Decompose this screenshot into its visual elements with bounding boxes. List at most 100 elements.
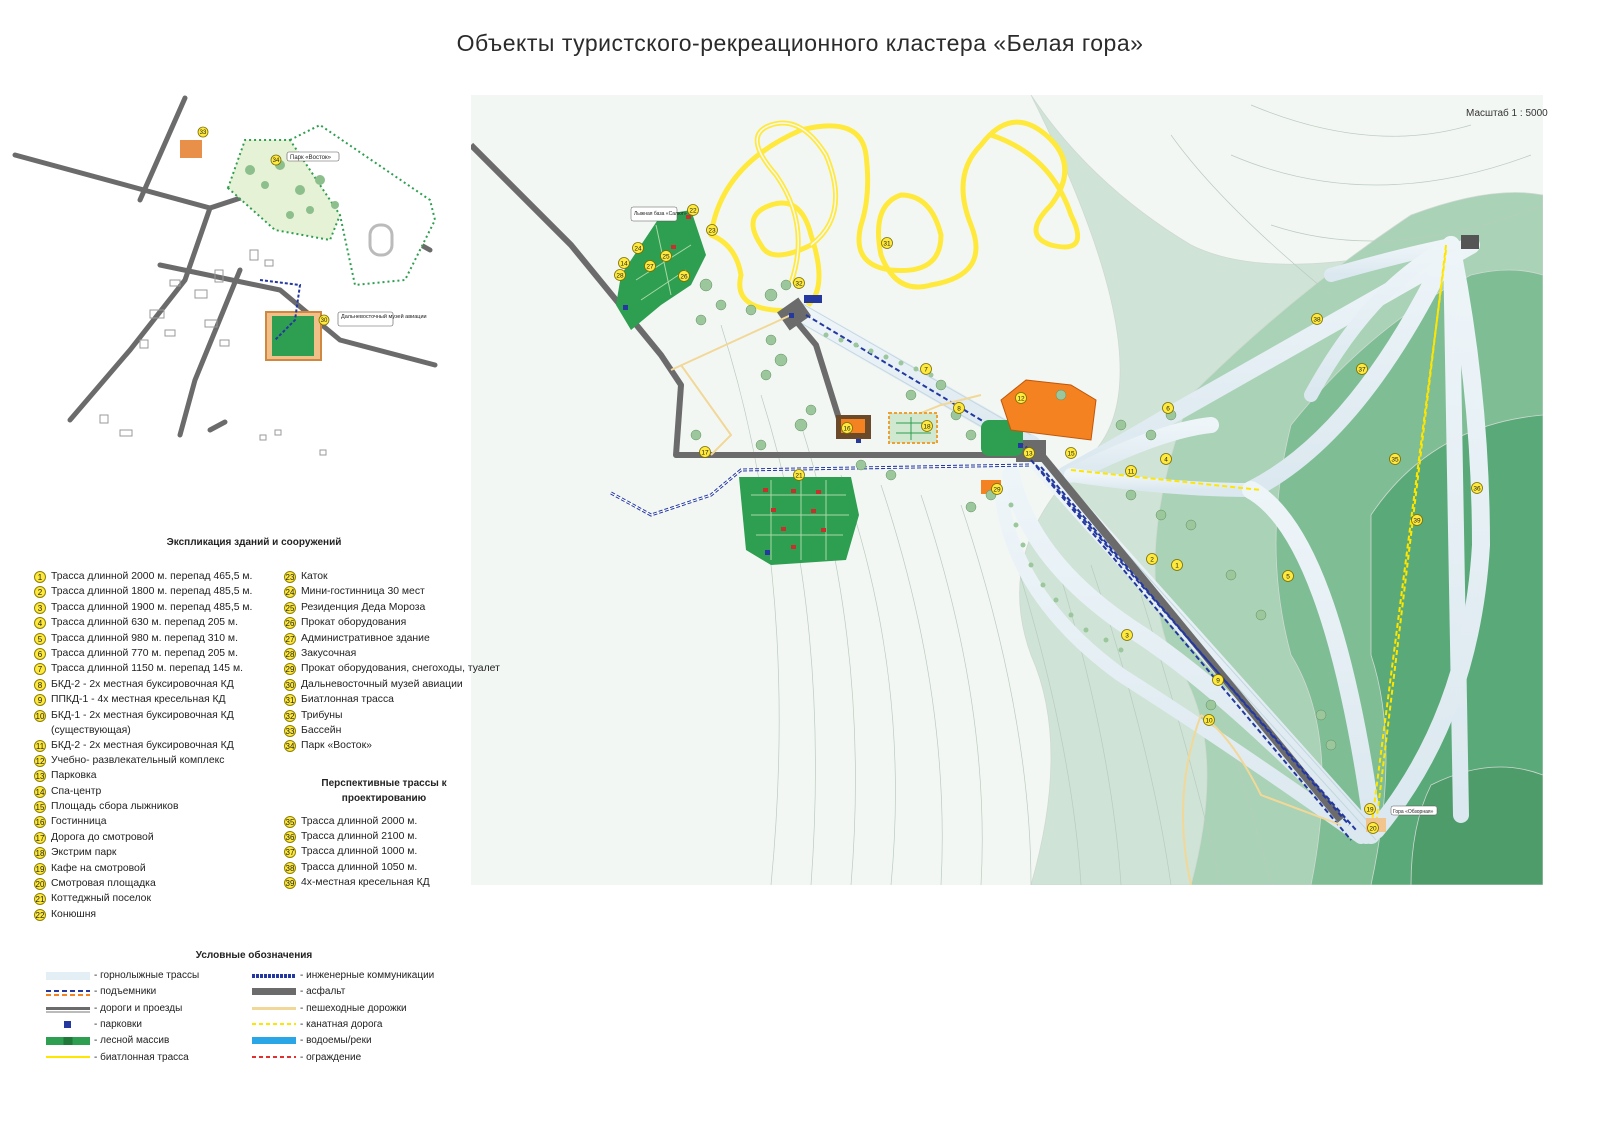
marker-number: 8 [957, 405, 961, 412]
explication-text: Трасса длинной 1000 м. [301, 846, 418, 858]
legend-swatch-asphalt [252, 988, 296, 996]
legend-item-fence: - ограждение [252, 1050, 361, 1066]
explication-text: Трибуны [301, 709, 343, 721]
stands-32 [804, 295, 822, 303]
legend-label: - подъемники [94, 986, 157, 998]
forest-ski-base [616, 210, 706, 330]
marker-number: 11 [1128, 468, 1135, 475]
marker-number: 2 [1150, 556, 1154, 563]
tree-clusters [690, 278, 1337, 751]
main-map: Лыжная база «Салют» Гора «Обзорная» 1234… [471, 95, 1543, 885]
legend-swatch-biathlon [46, 1055, 90, 1058]
explication-text: Трасса длинной 630 м. перепад 205 м. [51, 617, 238, 629]
marker-number: 12 [1017, 395, 1025, 402]
marker-number: 16 [843, 425, 851, 432]
explication-text: Трасса длинной 2100 м. [301, 831, 418, 843]
marker-circle [1311, 313, 1323, 325]
marker-number: 38 [1313, 316, 1321, 323]
inset-park [226, 123, 437, 287]
explication-text: ППКД-1 - 4х местная кресельная КД [51, 694, 226, 706]
marker-badge: 1 [34, 571, 46, 583]
legend-swatch-cable [252, 1022, 296, 1025]
marker-circle [841, 422, 853, 434]
marker-number: 35 [1391, 456, 1399, 463]
inset-pool-building [180, 140, 202, 158]
explication-text: Экстрим парк [51, 847, 117, 859]
explication-item-18: 18 Экстрим парк [34, 845, 261, 860]
marker-badge: 39 [284, 877, 296, 890]
marker-circle [632, 242, 644, 254]
marker-number: 27 [646, 263, 654, 270]
legend-label: - лесной массив [94, 1035, 170, 1047]
marker-number: 36 [1473, 485, 1481, 492]
marker-number: 9 [1216, 677, 1220, 684]
marker-number: 34 [273, 158, 280, 164]
explication-text: Трасса длинной 1800 м. перепад 485,5 м. [51, 586, 253, 598]
main-marker-layer: 1234567891011121314151617181920212223242… [614, 204, 1483, 834]
marker-circle [1356, 363, 1368, 375]
marker-circle [1411, 514, 1423, 526]
inset-label-museum: Дальневосточный музей авиации [337, 311, 427, 327]
inset-museum-forest [272, 316, 314, 356]
parking-marks [623, 305, 1023, 555]
marker-circle [793, 277, 805, 289]
museum-label: Дальневосточный музей авиации [341, 313, 427, 320]
map-marker-30: 30 [318, 314, 330, 326]
marker-badge: 18 [34, 847, 46, 860]
marker-circle [1471, 482, 1483, 494]
marker-badge: 13 [34, 770, 46, 783]
legend-item-parking: - парковки [46, 1017, 142, 1033]
explication-text: Бассейн [301, 724, 342, 736]
map-marker-14: 14 [618, 257, 630, 269]
marker-number: 33 [200, 130, 207, 136]
map-marker-22: 22 [687, 204, 699, 216]
explication-text: Прокат оборудования, снегоходы, туалет [301, 663, 500, 675]
marker-badge: 34 [284, 740, 296, 753]
explication-text: Биатлонная трасса [301, 694, 394, 706]
marker-number: 19 [1366, 806, 1374, 813]
marker-number: 18 [923, 423, 931, 430]
map-marker-3: 3 [1121, 629, 1133, 641]
marker-number: 24 [634, 245, 642, 252]
marker-circle [1282, 570, 1294, 582]
explication-text: Смотровая площадка [51, 878, 156, 890]
marker-circle [953, 402, 965, 414]
map-marker-32: 32 [793, 277, 805, 289]
marker-circle [699, 446, 711, 458]
legend-label: - инженерные коммуникации [300, 970, 435, 981]
legend-heading: Условные обозначения [195, 950, 313, 961]
explication-text: Закусочная [301, 647, 357, 659]
map-marker-18: 18 [921, 420, 933, 432]
cable-roads [1070, 244, 1447, 831]
legend-item-forest: - лесной массив [46, 1033, 169, 1049]
marker-badge: 3 [34, 601, 46, 614]
legend-swatch-lift [46, 990, 90, 993]
marker-circle [920, 363, 932, 375]
explication-text: БКД-1 - 2х местная буксировочная КД (сущ… [51, 709, 234, 736]
explication-text: Спа-центр [51, 785, 102, 797]
marker-number: 29 [993, 486, 1001, 493]
legend-label: - ограждение [300, 1051, 362, 1063]
legend-label: - канатная дорога [300, 1018, 383, 1030]
legend-item-engineering: - инженерные коммуникации [252, 968, 434, 984]
marker-number: 3 [1125, 632, 1129, 639]
marker-circle [618, 257, 630, 269]
marker-badge: 12 [34, 754, 46, 767]
map-marker-13: 13 [1023, 447, 1035, 459]
explication-text: Кафе на смотровой [51, 862, 146, 874]
marker-circle [1160, 453, 1172, 465]
legend-label: - асфальт [300, 986, 346, 998]
legend-label: - парковки [94, 1018, 142, 1030]
marker-circle [1171, 559, 1183, 571]
